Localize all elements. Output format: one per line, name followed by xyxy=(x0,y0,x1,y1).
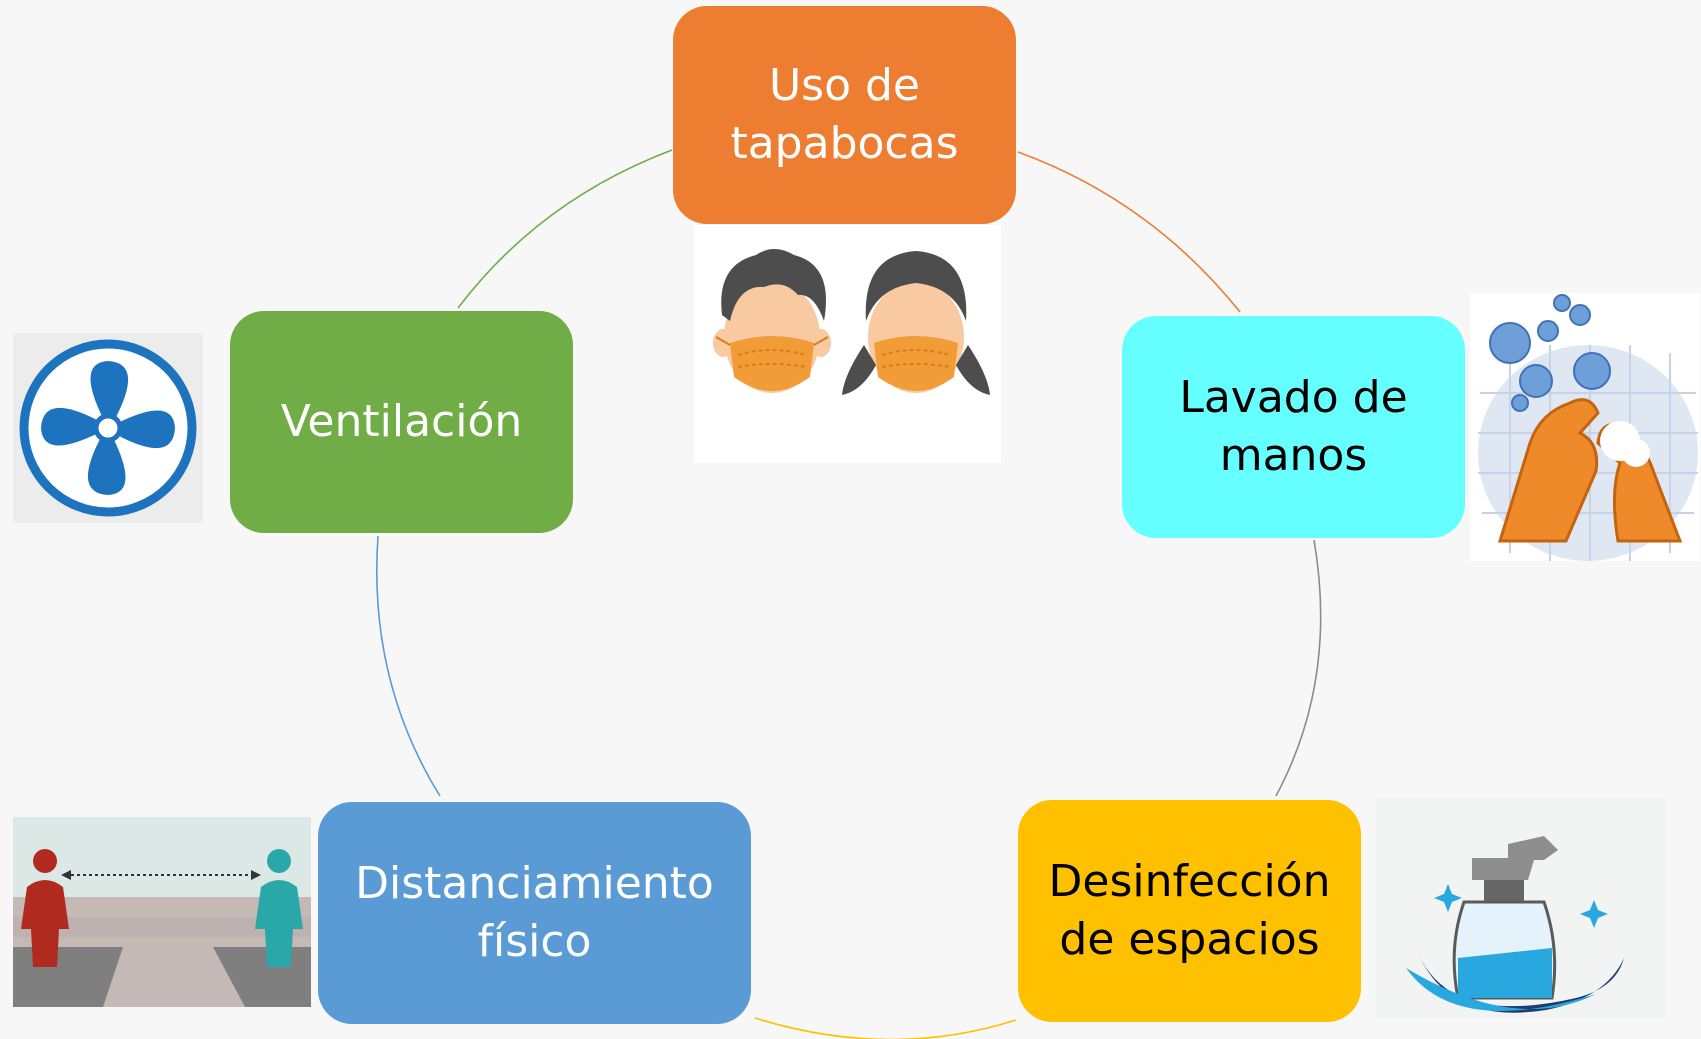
connector-lavado-desinfeccion xyxy=(1275,539,1322,797)
handwashing-icon xyxy=(1470,293,1700,561)
node-distanciamiento-fisico: Distanciamiento físico xyxy=(318,802,751,1024)
node-label: Desinfección de espacios xyxy=(1048,855,1331,965)
connector-distanciamiento-ventilacion xyxy=(375,535,441,797)
node-label: Lavado de manos xyxy=(1179,371,1408,481)
node-desinfeccion-espacios: Desinfección de espacios xyxy=(1018,800,1361,1022)
node-label: Uso de tapabocas xyxy=(730,59,959,169)
node-label: Ventilación xyxy=(280,395,523,447)
connector-desinfeccion-distanciamiento xyxy=(754,1017,1017,1039)
fan-icon xyxy=(13,333,203,523)
face-mask-icon xyxy=(694,225,1001,463)
spray-bottle-icon xyxy=(1376,798,1666,1018)
node-lavado-manos: Lavado de manos xyxy=(1122,316,1465,538)
social-distancing-icon xyxy=(13,817,311,1007)
node-uso-tapabocas: Uso de tapabocas xyxy=(673,6,1016,224)
connector-ventilacion-tapabocas xyxy=(457,149,673,309)
node-ventilacion: Ventilación xyxy=(230,311,573,533)
node-label: Distanciamiento físico xyxy=(355,857,714,967)
connector-tapabocas-lavado xyxy=(1017,151,1241,313)
